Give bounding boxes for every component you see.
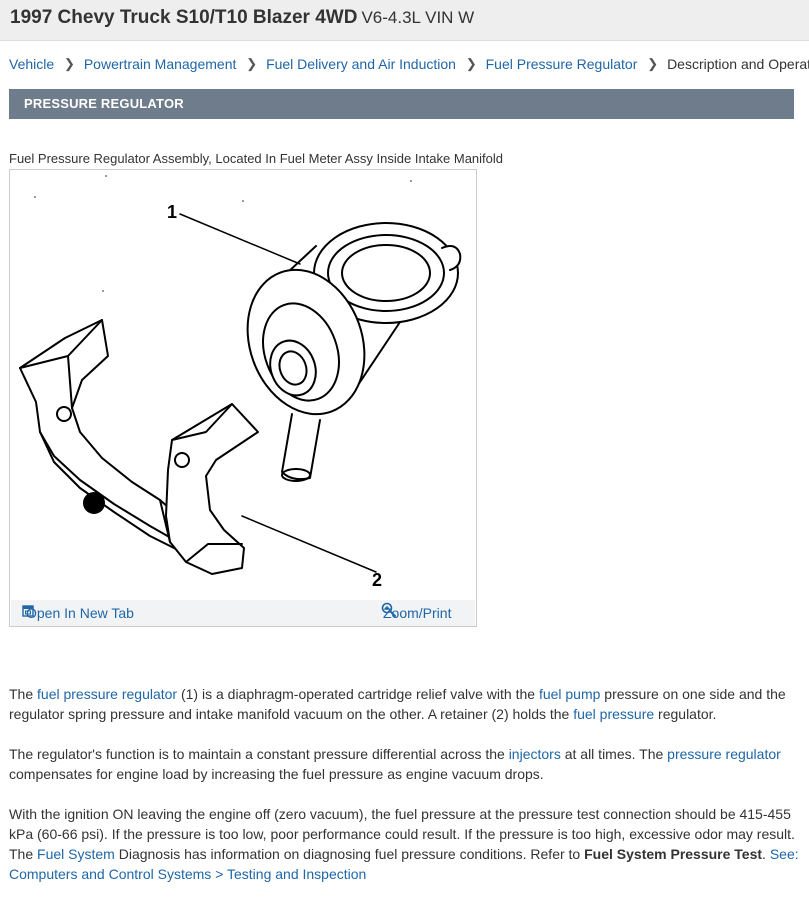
- link-fuel-system[interactable]: Fuel System: [37, 846, 115, 862]
- figure-caption: Fuel Pressure Regulator Assembly, Locate…: [9, 151, 503, 166]
- bold-fuel-system-pressure-test: Fuel System Pressure Test: [584, 846, 763, 862]
- text: regulator.: [654, 706, 717, 722]
- zoom-print-link[interactable]: Zoom/Print: [381, 602, 452, 621]
- text: Diagnosis has information on diagnosing …: [114, 846, 585, 862]
- paragraph-2: The regulator's function is to maintain …: [9, 744, 799, 784]
- section-title: PRESSURE REGULATOR: [24, 96, 184, 111]
- breadcrumb-fuel-pressure-regulator[interactable]: Fuel Pressure Regulator: [485, 56, 638, 72]
- vehicle-title: 1997 Chevy Truck S10/T10 Blazer 4WD: [10, 7, 358, 28]
- breadcrumb-vehicle[interactable]: Vehicle: [9, 56, 55, 72]
- open-in-new-tab-label: Open In New Tab: [26, 605, 134, 621]
- text: pressure on one side and the regulator s…: [9, 686, 786, 722]
- breadcrumb-powertrain-management[interactable]: Powertrain Management: [83, 56, 237, 72]
- link-fuel-pressure[interactable]: fuel pressure: [573, 706, 655, 722]
- text: The regulator's function is to maintain …: [9, 746, 509, 762]
- engine-subtitle: V6-4.3L VIN W: [361, 8, 475, 27]
- paragraph-3: With the ignition ON leaving the engine …: [9, 804, 799, 884]
- chevron-right-icon: ❯: [465, 56, 477, 71]
- breadcrumb-fuel-delivery[interactable]: Fuel Delivery and Air Induction: [266, 56, 456, 72]
- link-fuel-pump[interactable]: fuel pump: [538, 686, 601, 702]
- text: (1) is a diaphragm-operated cartridge re…: [177, 686, 539, 702]
- figure-footer: Open In New Tab Zoom/Print: [11, 600, 475, 626]
- chevron-right-icon: ❯: [647, 56, 659, 71]
- text: at all times. The: [560, 746, 668, 762]
- text: compensates for engine load by increasin…: [9, 766, 544, 782]
- retainer-right: [165, 403, 259, 575]
- section-header: PRESSURE REGULATOR: [9, 89, 794, 119]
- chevron-right-icon: ❯: [64, 56, 75, 71]
- link-see-testing-and-inspection[interactable]: See: Computers and Control Systems > Tes…: [9, 846, 799, 882]
- zoom-print-label: Zoom/Print: [383, 605, 452, 621]
- link-injectors[interactable]: injectors: [508, 746, 561, 762]
- callout-1: 1: [167, 202, 177, 222]
- text: .: [762, 846, 770, 862]
- text: The: [9, 686, 38, 702]
- regulator-figure[interactable]: 1 2 Open In New Tab Zoom/Print: [9, 169, 477, 627]
- link-pressure-regulator[interactable]: pressure regulator: [667, 746, 781, 762]
- callout-2: 2: [372, 570, 382, 590]
- open-in-new-tab-link[interactable]: Open In New Tab: [22, 605, 134, 621]
- link-fuel-pressure-regulator[interactable]: fuel pressure regulator: [37, 686, 178, 702]
- paragraph-1: The fuel pressure regulator (1) is a dia…: [9, 684, 799, 724]
- regulator-diagram: 1 2: [19, 175, 462, 590]
- chevron-right-icon: ❯: [246, 56, 258, 71]
- breadcrumb-current: Description and Operation: [667, 56, 809, 72]
- text: With the ignition ON leaving the engine …: [9, 806, 795, 862]
- breadcrumb: Vehicle ❯ Powertrain Management ❯ Fuel D…: [9, 55, 809, 75]
